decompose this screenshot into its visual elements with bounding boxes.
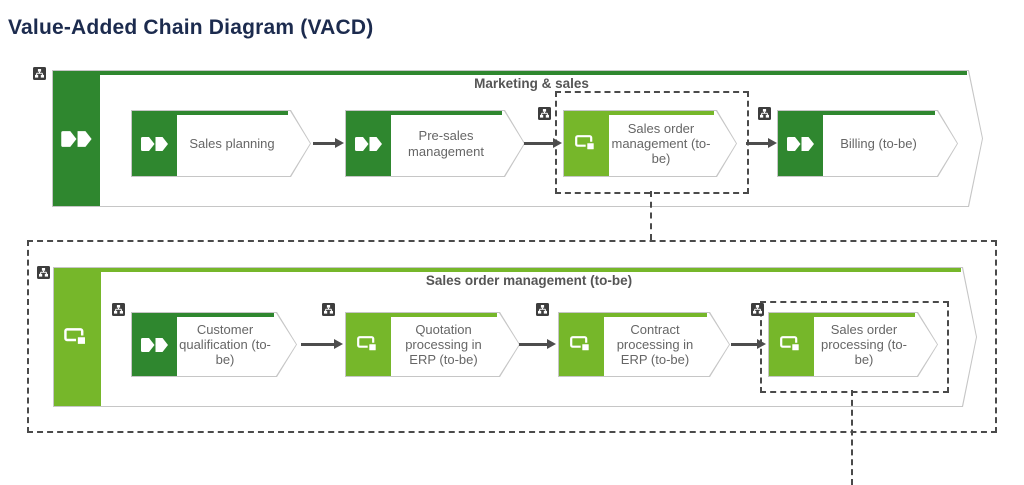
org-chart-icon[interactable] [758, 107, 771, 120]
chevron-topbar [559, 313, 707, 317]
chevron-topbar [769, 313, 915, 317]
function-label: Sales order management (to-be) [611, 120, 711, 167]
flow-arrow [301, 339, 343, 350]
chevron-topbar [54, 268, 961, 272]
chain-header: Marketing & sales [474, 76, 589, 91]
chevron-topbar [346, 111, 502, 115]
assignment-connector-line [650, 191, 652, 240]
chevron-topbar [778, 111, 935, 115]
function-pre-sales-management[interactable]: Pre-sales management [345, 110, 525, 177]
org-chart-icon[interactable] [751, 303, 764, 316]
org-chart-icon[interactable] [33, 67, 46, 80]
function-billing-to-be[interactable]: Billing (to-be) [777, 110, 958, 177]
drilldown-highlight-container [27, 240, 997, 433]
value-chain-icon [778, 111, 823, 176]
function-customer-qualification-to-be[interactable]: Customer qualification (to-be) [131, 312, 297, 377]
value-chain-icon [132, 313, 177, 376]
assigned-diagram-icon [559, 313, 604, 376]
flow-arrow [313, 138, 344, 149]
function-label: Contract processing in ERP (to-be) [616, 321, 694, 368]
assigned-diagram-icon [769, 313, 814, 376]
page-title: Value-Added Chain Diagram (VACD) [8, 16, 374, 39]
chain-header: Sales order management (to-be) [425, 273, 633, 288]
org-chart-icon[interactable] [538, 107, 551, 120]
function-label: Sales order processing (to-be) [821, 321, 907, 368]
value-chain-icon [132, 111, 177, 176]
flow-arrow [524, 138, 562, 149]
assigned-diagram-icon [346, 313, 391, 376]
function-label: Billing (to-be) [840, 135, 917, 151]
chevron-topbar [346, 313, 497, 317]
flow-arrow [746, 138, 777, 149]
assignment-connector-line [851, 390, 853, 485]
function-label: Pre-sales management [408, 128, 484, 159]
assigned-diagram-icon [54, 268, 101, 406]
function-label: Quotation processing in ERP (to-be) [405, 321, 482, 368]
function-sales-planning[interactable]: Sales planning [131, 110, 311, 177]
function-sales-order-processing-to-be[interactable]: Sales order processing (to-be) [768, 312, 938, 377]
org-chart-icon[interactable] [37, 266, 50, 279]
function-label: Sales planning [189, 135, 275, 151]
selection-highlight-sales-order-processing [760, 301, 949, 393]
function-contract-processing-erp-to-be[interactable]: Contract processing in ERP (to-be) [558, 312, 730, 377]
function-sales-order-management-to-be[interactable]: Sales order management (to-be) [563, 110, 737, 177]
assigned-diagram-icon [564, 111, 609, 176]
chevron-topbar [132, 111, 288, 115]
chevron-topbar [132, 313, 274, 317]
chevron-topbar [53, 71, 967, 75]
chevron-topbar [564, 111, 714, 115]
flow-arrow [519, 339, 556, 350]
value-chain-icon [346, 111, 391, 176]
org-chart-icon[interactable] [536, 303, 549, 316]
function-quotation-processing-erp-to-be[interactable]: Quotation processing in ERP (to-be) [345, 312, 520, 377]
value-chain-icon [53, 71, 100, 206]
function-label: Customer qualification (to-be) [179, 321, 271, 368]
org-chart-icon[interactable] [322, 303, 335, 316]
org-chart-icon[interactable] [112, 303, 125, 316]
